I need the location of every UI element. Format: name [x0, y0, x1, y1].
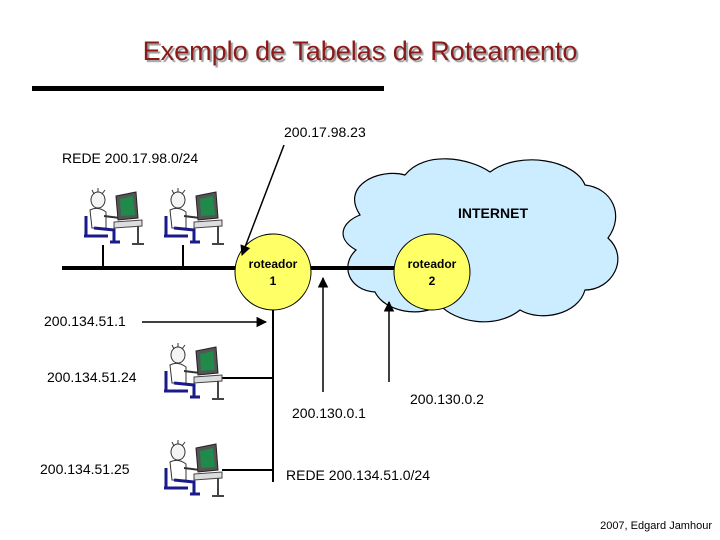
label-ip-r2-bottom: 200.130.0.2: [410, 391, 484, 407]
label-rede-top: REDE 200.17.98.0/24: [62, 150, 199, 166]
person-at-computer-icon: [162, 341, 226, 401]
label-ip-r1-left: 200.134.51.1: [44, 313, 126, 329]
footer-credit: 2007, Edgard Jamhour: [600, 520, 712, 532]
internet-cloud: [342, 158, 619, 323]
router-2-number: 2: [429, 274, 436, 288]
router-1: [234, 233, 312, 311]
router-2: [393, 233, 471, 311]
label-ip-top: 200.17.98.23: [284, 124, 366, 140]
person-at-computer-icon: [82, 186, 146, 246]
router-1-label: roteador: [249, 257, 298, 271]
slide-title: Exemplo de Tabelas de Roteamento: [142, 36, 578, 66]
label-rede-bottom: REDE 200.134.51.0/24: [286, 467, 430, 483]
arrow-ip-top: [240, 144, 285, 256]
router-2-label: roteador: [408, 257, 457, 271]
person-at-computer-icon: [162, 438, 226, 498]
title-underline: [32, 86, 384, 91]
label-ip-host-bottom: 200.134.51.25: [40, 461, 130, 477]
label-ip-r1-bottom: 200.130.0.1: [292, 405, 366, 421]
router-1-number: 1: [270, 274, 277, 288]
label-internet: INTERNET: [458, 205, 528, 221]
label-ip-host-middle: 200.134.51.24: [47, 369, 137, 385]
person-at-computer-icon: [162, 186, 226, 246]
